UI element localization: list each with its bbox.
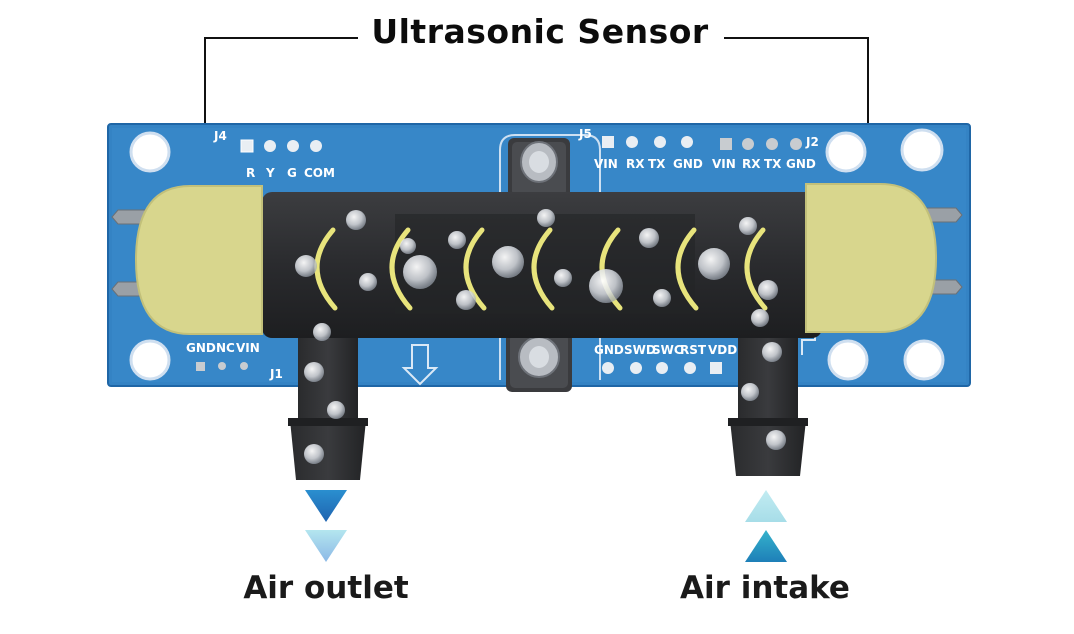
j2-label: J2 — [805, 135, 819, 149]
right-transducer — [805, 183, 938, 333]
j1-pin-gnd: GND — [186, 341, 216, 355]
j2-pin-vin: VIN — [712, 157, 736, 171]
air-bubbles — [295, 209, 786, 464]
up-arrow-icon — [745, 490, 787, 562]
j5-pin-vin: VIN — [594, 157, 618, 171]
left-transducer — [134, 185, 263, 335]
j1-pin-vin: VIN — [236, 341, 260, 355]
down-arrow-icon — [305, 490, 347, 562]
j2-pin-rx: RX — [742, 157, 761, 171]
j4-pin-g: G — [287, 166, 297, 180]
j5-pin-rx: RX — [626, 157, 645, 171]
j4-label: J4 — [213, 129, 227, 143]
swd-pin-vdd: VDD — [708, 343, 737, 357]
connector-pads — [196, 136, 802, 374]
swd-pin-gnd: GND — [594, 343, 624, 357]
swd-pin-swc: SWC — [652, 343, 683, 357]
air-intake-label: Air intake — [680, 570, 850, 606]
j2-pin-gnd: GND — [786, 157, 816, 171]
j1-label: J1 — [269, 367, 283, 381]
mounting-nut-bottom — [506, 330, 572, 392]
j5-label: J5 — [578, 127, 592, 141]
j4-pin-com: COM — [304, 166, 335, 180]
j4-pin-y: Y — [265, 166, 275, 180]
silkscreen-labels: J4 R Y G COM J5 VIN RX TX GND J2 VIN RX … — [186, 127, 819, 381]
j5-pin-tx: TX — [648, 157, 666, 171]
diagram-title: Ultrasonic Sensor — [371, 12, 709, 51]
swd-pin-rst: RST — [680, 343, 707, 357]
j4-pin-r: R — [246, 166, 255, 180]
j5-pin-gnd: GND — [673, 157, 703, 171]
j2-pin-tx: TX — [764, 157, 782, 171]
mounting-nut-top — [508, 138, 570, 200]
j1-pin-nc: NC — [216, 341, 235, 355]
swd-pin-swd: SWD — [624, 343, 656, 357]
air-outlet-label: Air outlet — [243, 570, 409, 606]
